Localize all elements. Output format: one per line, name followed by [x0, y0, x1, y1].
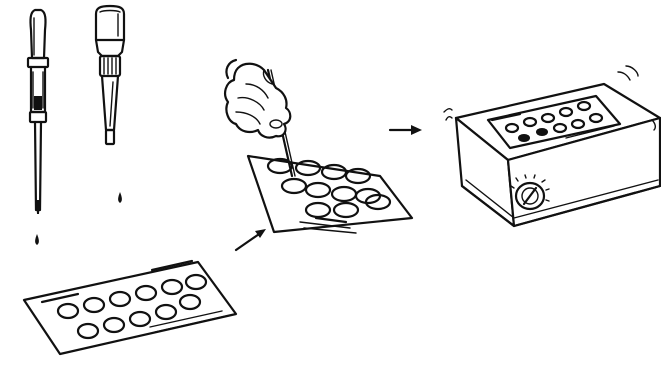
- slide-well: [184, 273, 208, 291]
- slide-well: [76, 322, 100, 340]
- vibration-marks-icon: [443, 65, 657, 131]
- slide-well: [82, 296, 106, 314]
- slide-well: [266, 157, 294, 175]
- slide-well: [178, 293, 202, 311]
- slide-well: [280, 177, 308, 195]
- reagent-vial-icon: [94, 4, 126, 146]
- slide-well: [304, 181, 332, 199]
- slide-well: [332, 201, 360, 219]
- slide-well: [570, 118, 586, 130]
- slide-well: [160, 278, 184, 296]
- slide-well: [108, 290, 132, 308]
- slide-well: [536, 128, 548, 136]
- slide-well: [320, 163, 348, 181]
- slide-well: [522, 116, 538, 128]
- dial-knob-icon[interactable]: [510, 174, 550, 211]
- process-arrow-icon: [388, 125, 422, 135]
- slide-well: [154, 303, 178, 321]
- slide-well: [304, 201, 332, 219]
- slide-well: [540, 112, 556, 124]
- slide-well: [134, 284, 158, 302]
- slide-well: [102, 316, 126, 334]
- hand-with-applicator-icon: [224, 58, 296, 178]
- slide-well: [294, 159, 322, 177]
- slide-well: [558, 106, 574, 118]
- slide-well: [56, 302, 80, 320]
- slide-well: [504, 122, 520, 134]
- multi-well-test-slide-icon: [22, 259, 238, 356]
- slide-well: [518, 134, 530, 142]
- slide-well: [552, 122, 568, 134]
- slide-shaker-device-icon: [454, 82, 661, 228]
- slide-well: [576, 100, 592, 112]
- slide-well: [128, 310, 152, 328]
- pipette-dropper-icon: [26, 8, 50, 214]
- slide-well: [364, 193, 392, 211]
- multi-well-test-slide-icon: [246, 154, 414, 234]
- slide-well: [344, 167, 372, 185]
- process-arrow-icon: [234, 229, 266, 252]
- liquid-drop-icon: [118, 192, 122, 203]
- liquid-drop-icon: [35, 234, 39, 245]
- slide-well: [588, 112, 604, 124]
